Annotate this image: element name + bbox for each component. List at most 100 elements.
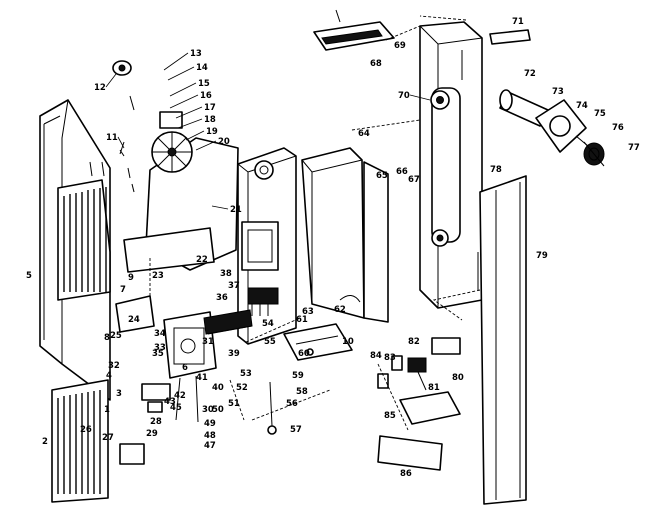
part-label-41: 41 bbox=[196, 373, 208, 383]
part-label-5: 5 bbox=[26, 271, 32, 281]
part-label-6: 6 bbox=[182, 363, 188, 373]
part-label-65: 65 bbox=[376, 171, 388, 181]
part-label-7: 7 bbox=[120, 285, 126, 295]
part-label-10: 10 bbox=[342, 337, 354, 347]
part-label-71: 71 bbox=[512, 17, 524, 27]
part-label-75: 75 bbox=[594, 109, 606, 119]
leader-line-70 bbox=[409, 94, 431, 101]
part-label-21: 21 bbox=[230, 205, 242, 215]
part-label-23: 23 bbox=[152, 271, 164, 281]
part-label-16: 16 bbox=[200, 91, 212, 101]
part-label-56: 56 bbox=[286, 399, 298, 409]
part-label-18: 18 bbox=[204, 115, 216, 125]
part-label-81: 81 bbox=[428, 383, 440, 393]
part-label-9: 9 bbox=[128, 273, 134, 283]
bottom-bracket bbox=[377, 391, 461, 471]
part-label-20: 20 bbox=[218, 137, 230, 147]
part-number-labels: 1234567891011121314151617181920212223242… bbox=[26, 17, 640, 479]
part-label-70: 70 bbox=[398, 91, 410, 101]
part-label-4: 4 bbox=[106, 371, 112, 381]
vent-assembly bbox=[499, 89, 605, 167]
part-label-54: 54 bbox=[262, 319, 274, 329]
part-label-59: 59 bbox=[292, 371, 304, 381]
part-label-17: 17 bbox=[204, 103, 216, 113]
part-label-55: 55 bbox=[264, 337, 276, 347]
part-label-80: 80 bbox=[452, 373, 464, 383]
part-label-35: 35 bbox=[152, 349, 164, 359]
part-label-31: 31 bbox=[202, 337, 214, 347]
part-label-32: 32 bbox=[108, 361, 120, 371]
part-label-29: 29 bbox=[146, 429, 158, 439]
part-label-11: 11 bbox=[106, 133, 118, 143]
part-label-45: 45 bbox=[170, 403, 182, 413]
part-label-40: 40 bbox=[212, 383, 224, 393]
leader-line-14 bbox=[167, 66, 195, 81]
part-label-42: 42 bbox=[174, 391, 186, 401]
part-label-58: 58 bbox=[296, 387, 308, 397]
part-label-12: 12 bbox=[94, 83, 106, 93]
leader-line-16 bbox=[169, 94, 199, 109]
part-label-78: 78 bbox=[490, 165, 502, 175]
part-label-26: 26 bbox=[80, 425, 92, 435]
leader-line-17 bbox=[175, 106, 203, 119]
part-label-33: 33 bbox=[154, 343, 166, 353]
part-label-8: 8 bbox=[104, 333, 110, 343]
part-label-72: 72 bbox=[524, 69, 536, 79]
part-label-60: 60 bbox=[298, 349, 310, 359]
part-label-38: 38 bbox=[220, 269, 232, 279]
side-panel bbox=[479, 175, 527, 505]
part-label-50: 50 bbox=[212, 405, 224, 415]
leader-line-19 bbox=[185, 130, 205, 141]
part-label-76: 76 bbox=[612, 123, 624, 133]
part-label-63: 63 bbox=[302, 307, 314, 317]
leader-line-21 bbox=[211, 205, 229, 210]
part-label-86: 86 bbox=[400, 469, 412, 479]
flue-baffle bbox=[301, 147, 389, 323]
lower-grille bbox=[51, 379, 109, 503]
part-label-79: 79 bbox=[536, 251, 548, 261]
part-label-14: 14 bbox=[196, 63, 208, 73]
leader-line-12 bbox=[105, 73, 117, 88]
part-label-51: 51 bbox=[228, 399, 240, 409]
part-label-27: 27 bbox=[102, 433, 114, 443]
part-label-66: 66 bbox=[396, 167, 408, 177]
leader-line-18 bbox=[177, 118, 203, 129]
upper-grille bbox=[57, 179, 111, 301]
part-label-25: 25 bbox=[110, 331, 122, 341]
leader-line-11 bbox=[117, 136, 125, 149]
leader-line-15 bbox=[169, 82, 197, 97]
part-label-48: 48 bbox=[204, 431, 216, 441]
part-label-74: 74 bbox=[576, 101, 588, 111]
part-label-68: 68 bbox=[370, 59, 382, 69]
part-label-47: 47 bbox=[204, 441, 216, 451]
part-label-30: 30 bbox=[202, 405, 214, 415]
part-label-1: 1 bbox=[104, 405, 110, 415]
inner-front-panel bbox=[237, 147, 297, 345]
part-label-61: 61 bbox=[296, 315, 308, 325]
top-strip bbox=[489, 29, 531, 45]
part-label-24: 24 bbox=[128, 315, 140, 325]
part-label-85: 85 bbox=[384, 411, 396, 421]
part-label-64: 64 bbox=[358, 129, 370, 139]
part-label-15: 15 bbox=[198, 79, 210, 89]
part-label-36: 36 bbox=[216, 293, 228, 303]
part-label-62: 62 bbox=[334, 305, 346, 315]
assembly-lines bbox=[149, 15, 481, 431]
part-label-19: 19 bbox=[206, 127, 218, 137]
part-label-73: 73 bbox=[552, 87, 564, 97]
leader-line-20 bbox=[195, 140, 217, 151]
part-label-82: 82 bbox=[408, 337, 420, 347]
part-label-69: 69 bbox=[394, 41, 406, 51]
part-label-53: 53 bbox=[240, 369, 252, 379]
part-label-22: 22 bbox=[196, 255, 208, 265]
part-label-2: 2 bbox=[42, 437, 48, 447]
part-label-84: 84 bbox=[370, 351, 382, 361]
part-label-52: 52 bbox=[236, 383, 248, 393]
top-bracket bbox=[313, 9, 395, 51]
part-label-43: 43 bbox=[164, 397, 176, 407]
part-label-77: 77 bbox=[628, 143, 640, 153]
part-label-57: 57 bbox=[290, 425, 302, 435]
part-label-49: 49 bbox=[204, 419, 216, 429]
